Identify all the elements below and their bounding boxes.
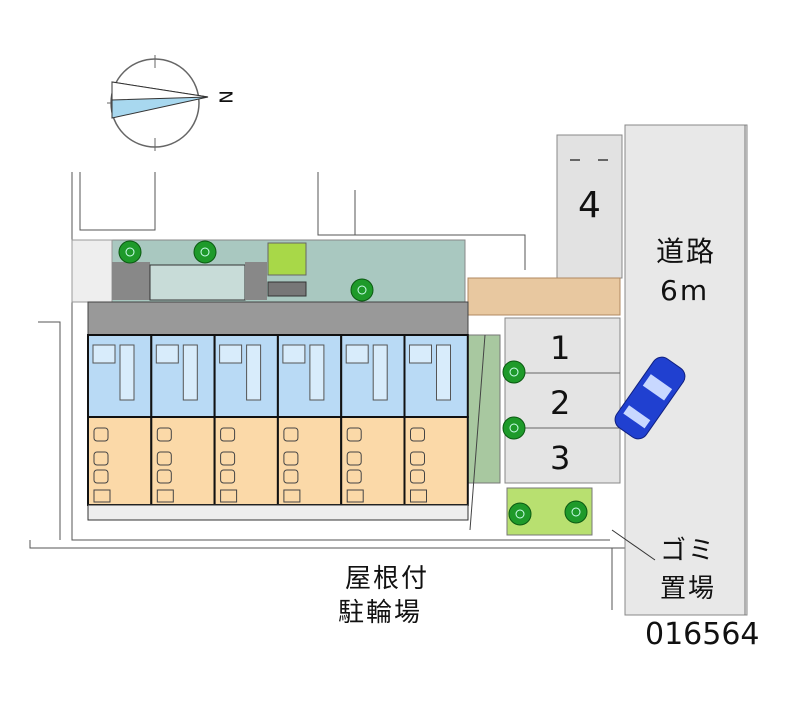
parking-label-3: 3	[550, 439, 571, 477]
tree-icon	[350, 278, 374, 302]
planter	[267, 242, 307, 276]
tree-icon	[502, 360, 526, 384]
tree-icon	[508, 502, 532, 526]
parking-space-4	[556, 134, 623, 279]
parking-label-4: 4	[578, 185, 601, 226]
tree-icon	[118, 240, 142, 264]
tree-icon	[193, 240, 217, 264]
bike-label-line1: 屋根付	[345, 564, 430, 594]
apartment-unit	[276, 334, 343, 506]
garbage-label-line2: 置場	[660, 574, 717, 604]
apartment-unit	[213, 334, 279, 506]
apartment-unit	[340, 334, 406, 506]
garbage-label-line1: ゴミ	[660, 536, 717, 566]
car-icon	[614, 356, 686, 440]
parking-label-1: 1	[550, 329, 571, 367]
apartment-unit	[87, 334, 153, 506]
tree-icon	[564, 500, 588, 524]
road-name: 道路	[656, 235, 717, 268]
road-width: 6m	[660, 274, 710, 307]
parking-area	[504, 317, 621, 484]
trees	[118, 240, 588, 526]
apartment-unit	[150, 334, 216, 506]
compass-icon	[107, 55, 209, 151]
bike-label-line2: 駐輪場	[338, 598, 423, 628]
property-id: 016564	[645, 617, 760, 652]
walkway	[87, 301, 469, 336]
parking-label-2: 2	[550, 384, 571, 422]
brick-path	[467, 277, 621, 316]
north-label: N	[214, 90, 236, 104]
tree-icon	[502, 416, 526, 440]
bike-shelter-area	[467, 334, 501, 484]
road-area	[624, 124, 748, 616]
apartment-unit	[403, 334, 469, 506]
building	[87, 334, 469, 506]
